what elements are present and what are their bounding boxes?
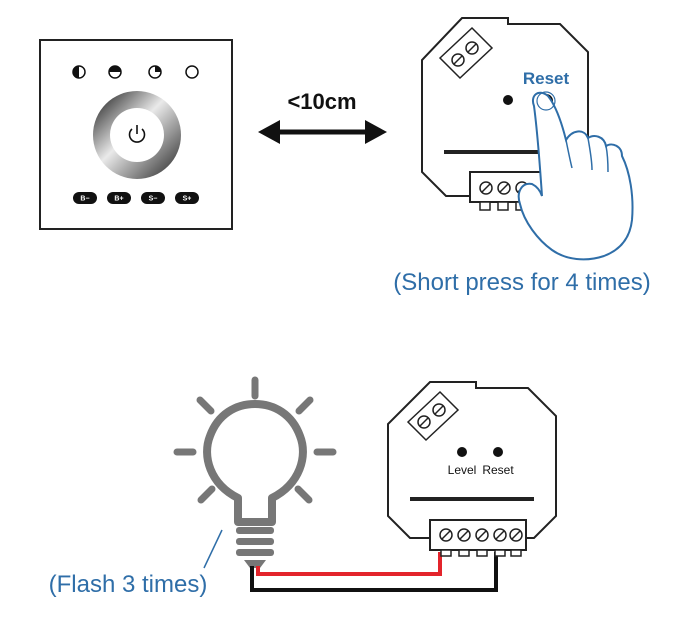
receiver-controller-bottom: Level Reset	[387, 381, 557, 557]
pressing-hand-icon	[517, 91, 634, 261]
light-bulb: (Flash 3 times)	[49, 376, 337, 598]
flash-instruction: (Flash 3 times)	[49, 571, 208, 598]
level-button-label: Level	[448, 463, 477, 477]
remote-button-s-plus[interactable]: S+	[175, 192, 199, 204]
remote-button-label: S+	[183, 196, 192, 203]
light-rays-icon	[173, 376, 337, 504]
level-button[interactable]	[457, 447, 467, 457]
bulb-icon	[203, 400, 307, 568]
remote-button-label: B−	[80, 196, 89, 203]
reset-button-label: Reset	[523, 69, 570, 88]
reset-instruction: (Short press for 4 times)	[393, 269, 650, 296]
remote-button-s-minus[interactable]: S−	[141, 192, 165, 204]
power-icon[interactable]	[128, 125, 146, 143]
status-led	[503, 95, 513, 105]
double-arrow-icon	[258, 120, 387, 144]
reset-button[interactable]	[493, 447, 503, 457]
terminal-block	[429, 519, 527, 557]
distance-label: <10cm	[287, 89, 356, 114]
receiver-controller-top: Reset (Short press for 4 times)	[393, 17, 651, 296]
wiring	[250, 552, 498, 592]
remote-button-label: B+	[114, 196, 123, 203]
reset-button-label: Reset	[482, 463, 514, 477]
remote-button-b-minus[interactable]: B−	[73, 192, 97, 204]
wall-panel-remote: B− B+ S− S+	[39, 39, 233, 230]
screw-terminal-icon	[438, 26, 494, 80]
screw-terminal-icon	[406, 390, 460, 442]
distance-indicator: <10cm	[258, 89, 387, 144]
remote-button-label: S−	[149, 196, 158, 203]
remote-button-b-plus[interactable]: B+	[107, 192, 131, 204]
brightness-indicator-icons	[72, 65, 199, 79]
